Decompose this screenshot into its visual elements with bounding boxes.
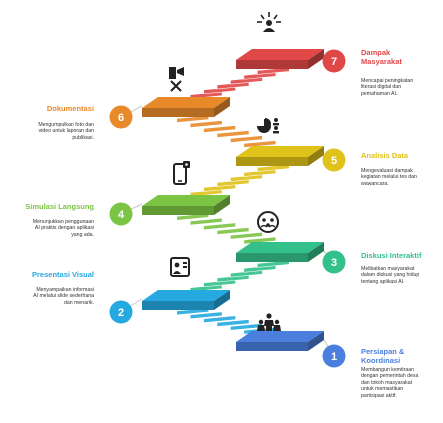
step-5-title: Analisis Data	[361, 151, 409, 160]
no-camera-icon	[169, 67, 184, 92]
step-3-badge: 3	[322, 250, 346, 274]
community-impact-icon	[257, 12, 281, 32]
step-4-badge: 4	[109, 202, 133, 226]
step-2-number: 2	[118, 307, 124, 319]
platform-3	[236, 242, 335, 263]
step-platforms: 1 2 3 4 5 6 7	[109, 49, 346, 368]
phone-app-icon	[173, 161, 190, 185]
stair-step	[203, 125, 236, 133]
step-5-badge: 5	[322, 148, 346, 172]
platform-2	[120, 290, 230, 313]
step-6-number: 6	[118, 112, 124, 124]
step-4-title: Simulasi Langsung	[25, 202, 94, 211]
step-1-badge: 1	[322, 344, 346, 368]
platform-5	[236, 146, 335, 166]
group-icon	[257, 313, 281, 331]
stair-step	[189, 217, 223, 226]
stair-connector-2-3	[176, 260, 290, 297]
stair-step	[189, 311, 223, 320]
step-7-number: 7	[331, 56, 337, 68]
step-icons	[169, 12, 281, 331]
step-7-badge: 7	[322, 49, 346, 73]
stair-step	[230, 231, 263, 240]
step-5-number: 5	[331, 155, 337, 167]
stair-step	[189, 120, 223, 128]
step-3-number: 3	[331, 257, 337, 269]
stair-step	[203, 222, 236, 231]
step-1-title: Persiapan &Koordinasi	[361, 347, 405, 365]
stair-step	[203, 315, 236, 323]
stair-step	[230, 135, 263, 143]
step-4-number: 4	[118, 209, 125, 221]
stair-step	[216, 227, 250, 235]
step-1-number: 1	[331, 351, 337, 363]
step-2-title: Presentasi Visual	[32, 270, 94, 279]
platform-1	[236, 331, 335, 357]
platform-6	[120, 97, 230, 118]
step-6-badge: 6	[109, 105, 133, 129]
step-3-title: Diskusi Interaktif	[361, 251, 422, 260]
platform-7	[236, 49, 335, 69]
stair-step	[243, 140, 277, 148]
platform-4	[120, 195, 230, 215]
step-2-badge: 2	[109, 300, 133, 324]
step-6-title: Dokumentasi	[46, 104, 94, 113]
stair-step	[216, 130, 250, 138]
stair-step	[216, 319, 250, 327]
discussion-icon	[257, 211, 279, 233]
presentation-icon	[170, 257, 190, 277]
chart-users-icon	[257, 118, 279, 134]
